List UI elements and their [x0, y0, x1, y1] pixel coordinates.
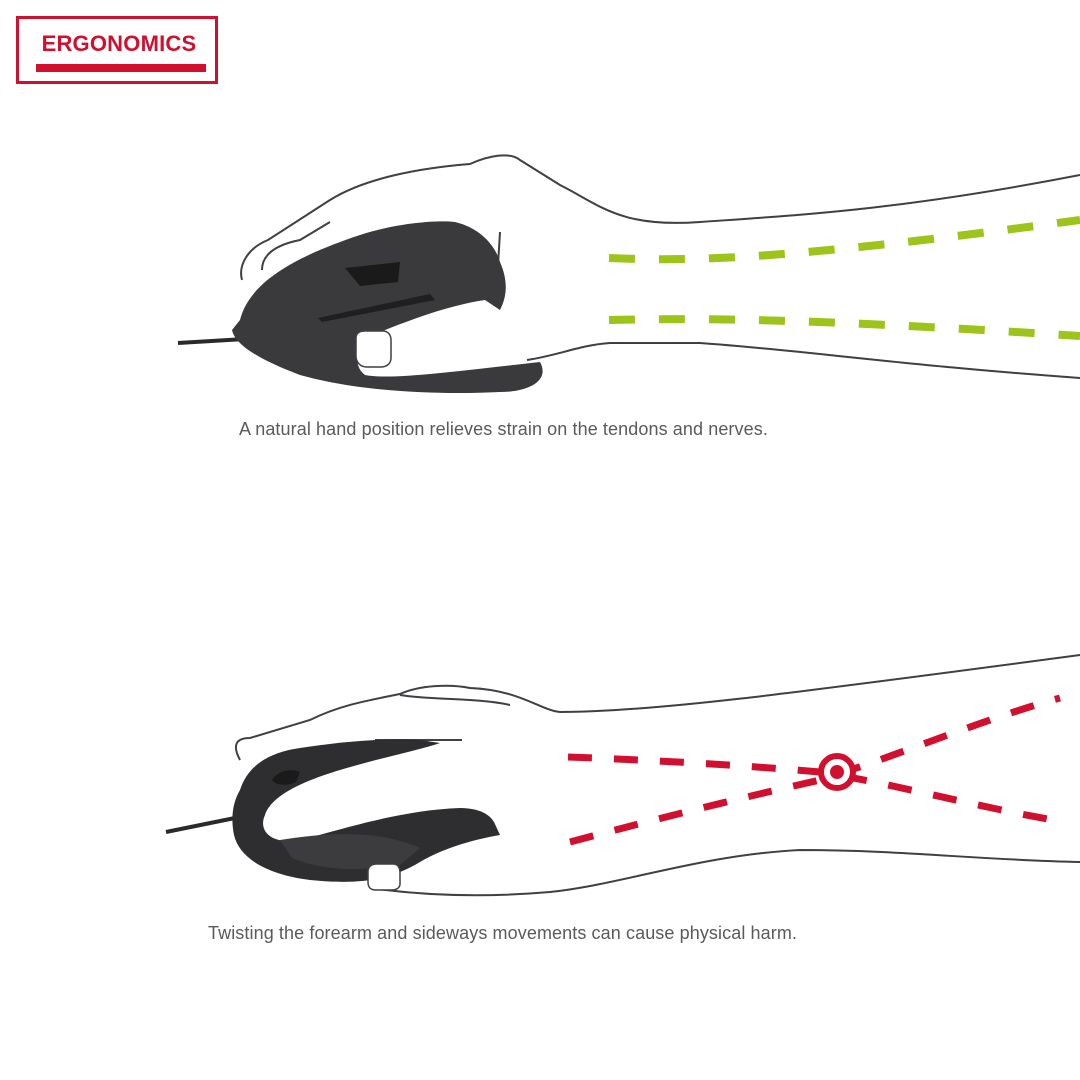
good-posture-caption: A natural hand position relieves strain … [239, 419, 768, 439]
standard-mouse-icon [232, 739, 500, 891]
badge-title: ERGONOMICS [41, 31, 197, 56]
mouse-cable-icon [177, 337, 246, 345]
straight-forearm-lines [608, 216, 1080, 340]
ergonomics-badge: ERGONOMICS [16, 16, 218, 84]
vertical-mouse-icon [232, 221, 543, 394]
mouse-cable-icon [165, 816, 236, 834]
bad-posture-caption: Twisting the forearm and sideways moveme… [208, 923, 798, 943]
badge-underline [36, 64, 206, 72]
crossed-forearm-lines [567, 694, 1066, 846]
strain-target-icon [818, 753, 856, 791]
